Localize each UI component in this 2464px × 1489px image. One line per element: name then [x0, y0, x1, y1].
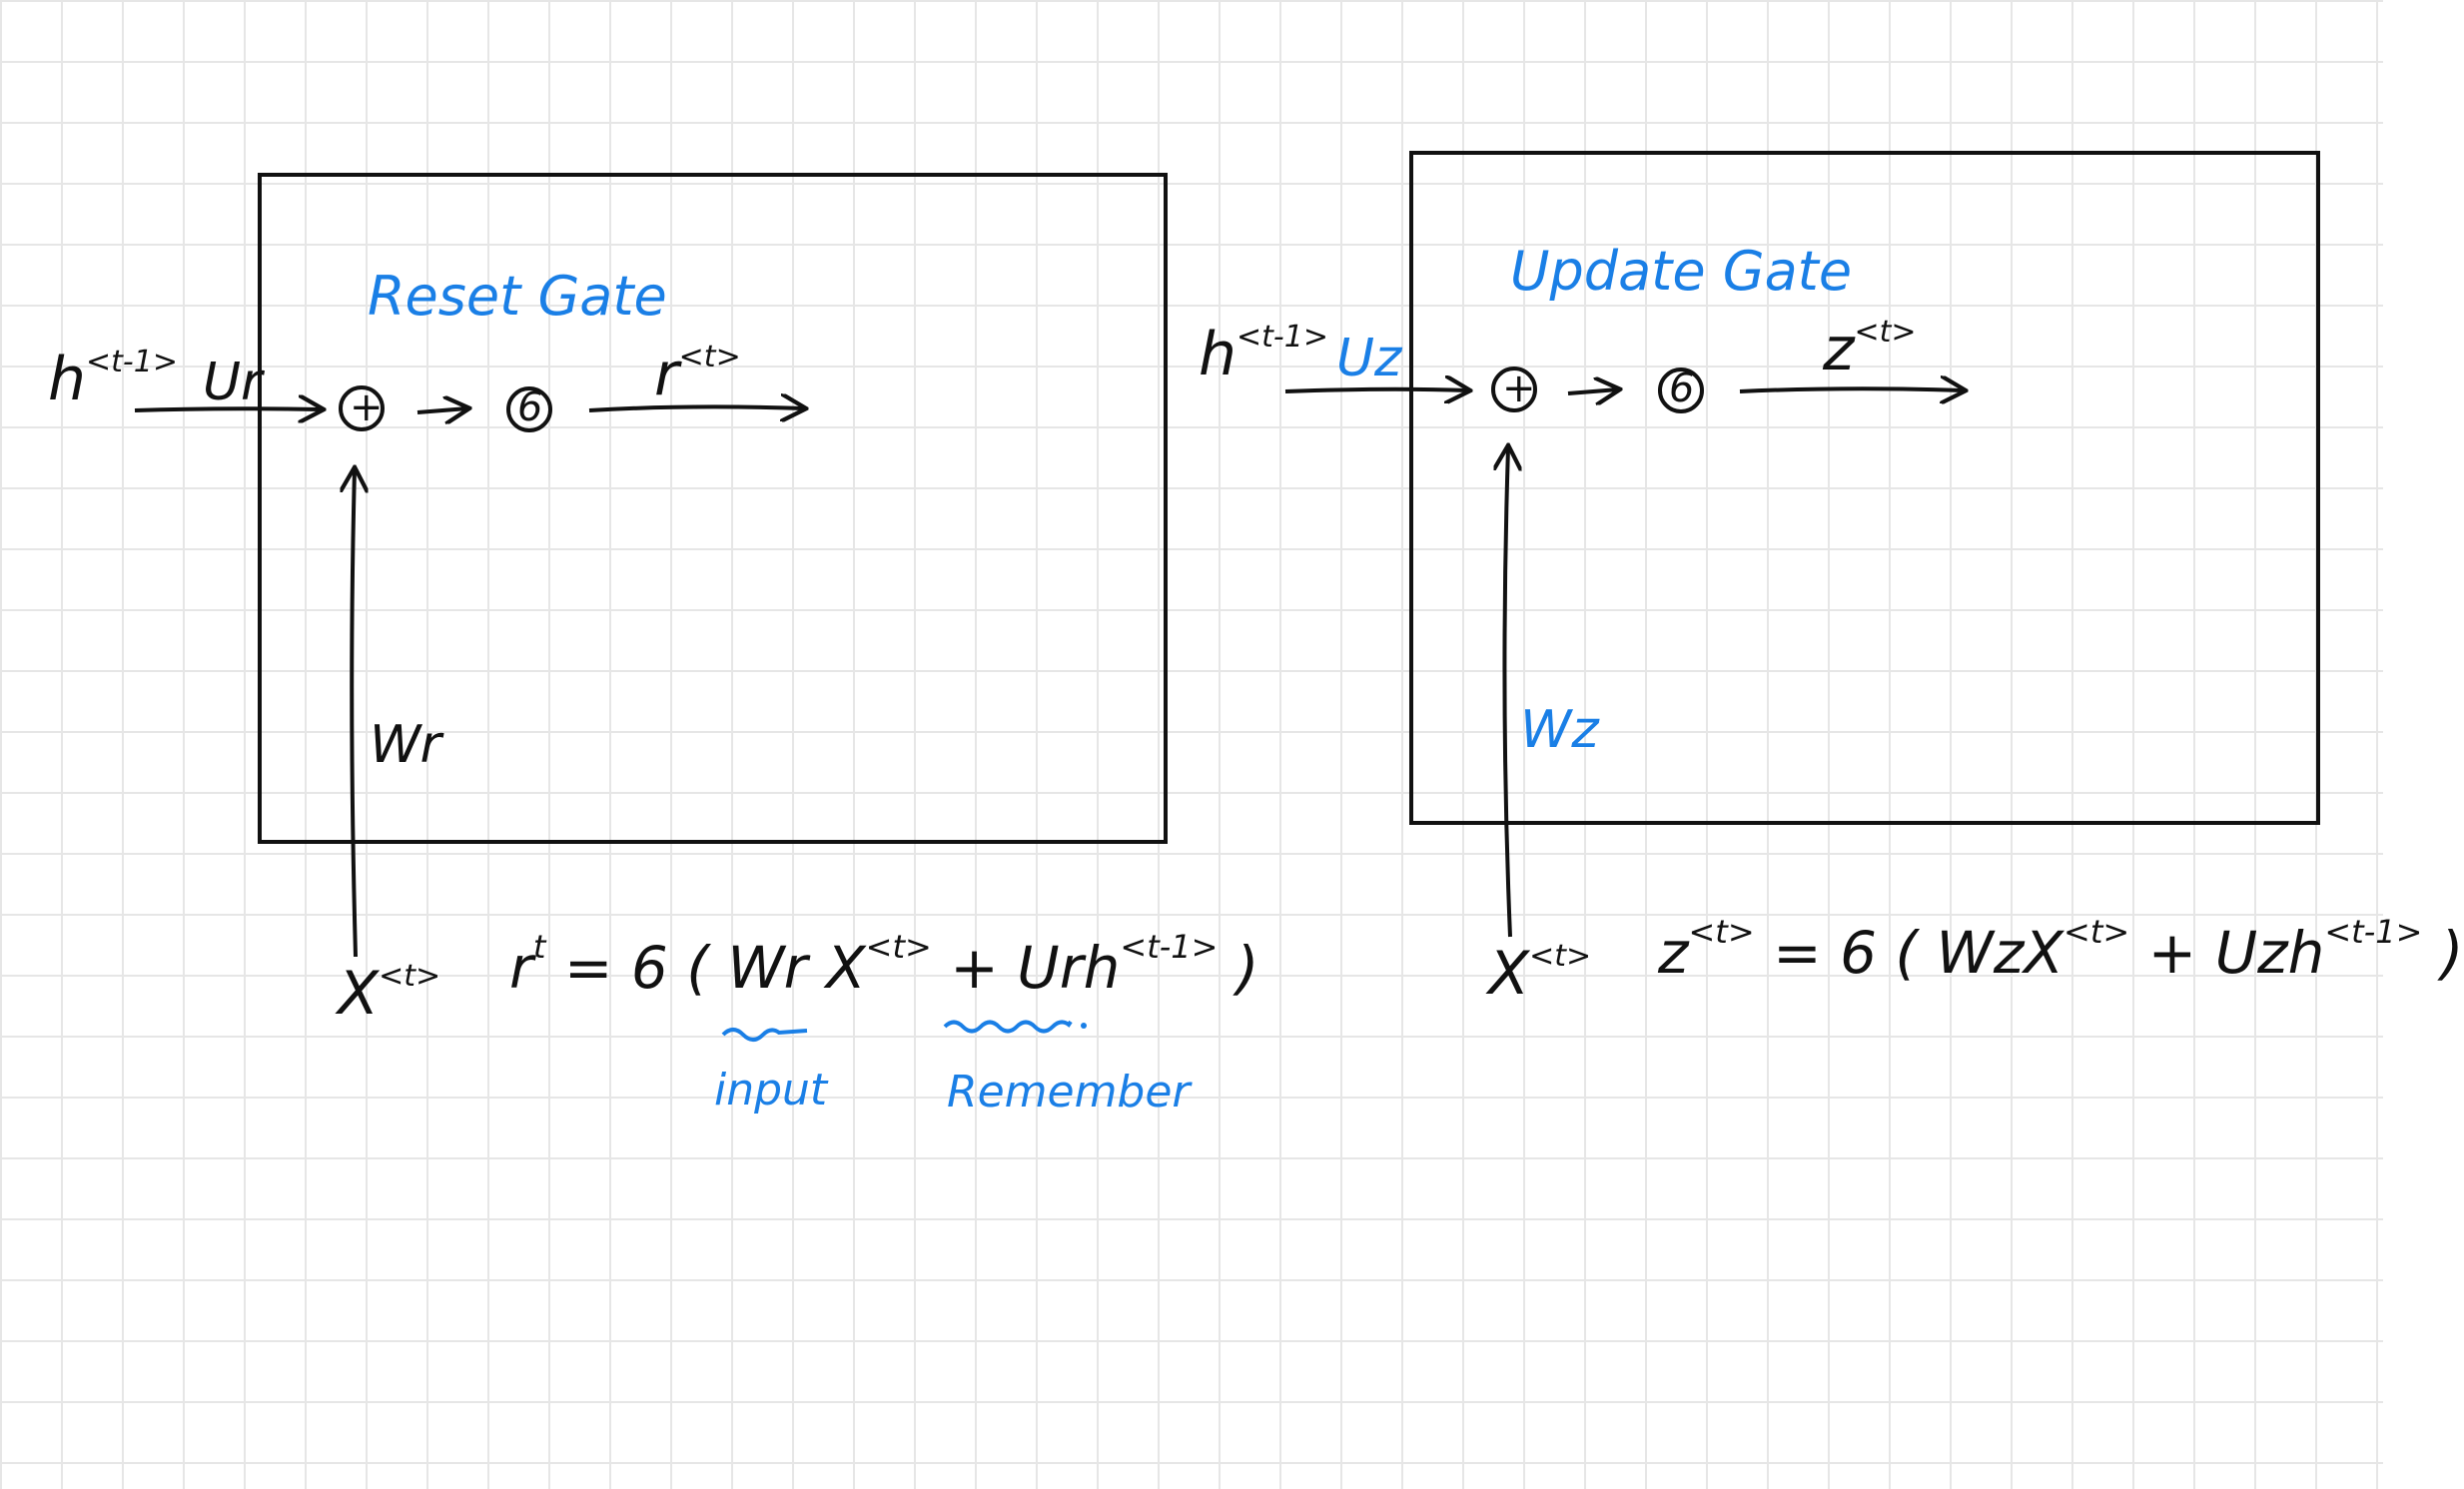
reset-gate-box	[258, 173, 1168, 844]
update-gate-title: Update Gate	[1510, 240, 1853, 303]
reset-plus-symbol: +	[350, 384, 384, 430]
update-output: z<t>	[1823, 315, 1917, 384]
reset-remember-dot	[1081, 1023, 1087, 1029]
reset-gate-title: Reset Gate	[368, 265, 667, 328]
reset-note-input: input	[714, 1065, 828, 1116]
update-hidden-in-sup: <t-1>	[1236, 320, 1328, 355]
update-sigma-symbol: 6	[1669, 366, 1695, 411]
reset-output-sup: <t>	[678, 340, 741, 374]
reset-sigma-circle	[506, 386, 552, 432]
update-plus-circle	[1491, 367, 1537, 412]
update-gate-box	[1409, 151, 2320, 825]
reset-plus-to-sigma-arrow	[416, 408, 467, 412]
reset-hidden-in-sup: <t-1>	[86, 345, 178, 379]
update-output-sup: <t>	[1854, 315, 1917, 350]
update-equation: z<t> = 6 ( WzX<t> + Uzh<t-1> )	[1658, 913, 2464, 987]
update-x-input: X<t>	[1488, 939, 1592, 1009]
reset-input-underline	[721, 1028, 808, 1042]
reset-x-input-sup: <t>	[379, 959, 441, 994]
diagram-lines	[134, 151, 2320, 1042]
reset-x-arrow	[352, 469, 356, 958]
reset-w-weight: Wr	[370, 715, 441, 775]
reset-hidden-in: h<t-1>	[48, 345, 178, 414]
update-x-arrow	[1504, 447, 1510, 938]
reset-equation: rt = 6 ( Wr X<t> + Urh<t-1> )	[509, 928, 1259, 1002]
reset-x-input: X<t>	[338, 959, 441, 1029]
update-output-arrow	[1739, 388, 1964, 391]
update-sigma-circle	[1658, 368, 1704, 413]
update-x-input-sup: <t>	[1529, 939, 1592, 974]
update-u-weight: Uz	[1336, 329, 1402, 388]
update-w-weight: Wz	[1520, 700, 1599, 760]
reset-hidden-arrow	[134, 408, 322, 410]
update-plus-to-sigma-arrow	[1567, 389, 1618, 393]
reset-plus-circle	[339, 385, 385, 431]
reset-note-remember: Remember	[947, 1067, 1191, 1117]
reset-u-weight: Ur	[203, 353, 263, 412]
reset-sigma-symbol: 6	[517, 384, 543, 430]
update-plus-symbol: +	[1502, 366, 1536, 411]
update-hidden-arrow	[1284, 389, 1468, 391]
update-hidden-in: h<t-1>	[1199, 320, 1328, 389]
reset-remember-underline	[943, 1020, 1073, 1034]
reset-output-arrow	[588, 406, 804, 410]
reset-output: r<t>	[654, 340, 741, 409]
